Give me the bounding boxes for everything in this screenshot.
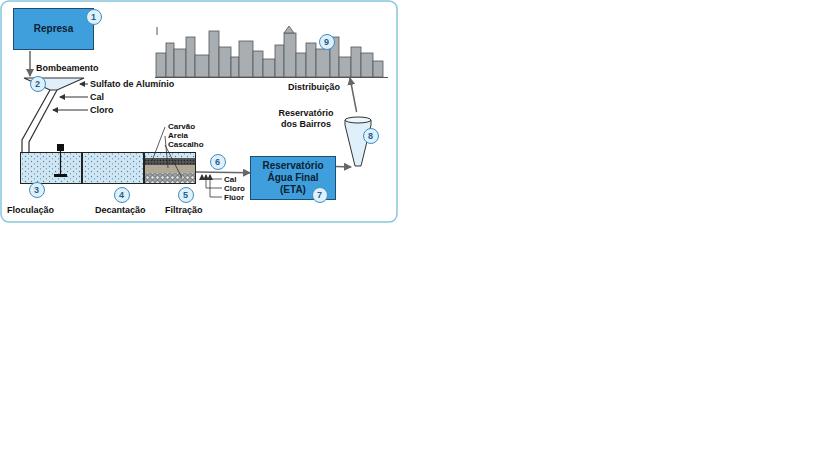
building xyxy=(239,41,253,77)
tank-compartment: Decantação xyxy=(82,152,144,184)
building xyxy=(231,57,239,77)
callout-number: 6 xyxy=(210,154,226,170)
part-label: Cloro xyxy=(224,184,245,193)
building xyxy=(186,37,195,77)
part-label: Flúor xyxy=(224,193,244,202)
building xyxy=(195,55,209,77)
ground-line xyxy=(155,77,388,78)
building xyxy=(284,33,296,77)
building xyxy=(219,47,231,77)
building xyxy=(156,53,166,77)
node-caption: Distribuição xyxy=(288,82,340,93)
city-skyline: Distribuição xyxy=(155,22,388,78)
building xyxy=(373,61,383,77)
building xyxy=(275,45,284,77)
building xyxy=(306,43,316,77)
tank-compartment: Floculação xyxy=(20,152,82,184)
flow-arrow xyxy=(350,78,357,112)
callout-number: 1 xyxy=(86,9,102,25)
process-box: Represa xyxy=(13,8,94,50)
node-caption: Decantação xyxy=(95,205,146,216)
node-caption: Filtração xyxy=(165,205,203,216)
spire xyxy=(284,26,294,33)
part-label: Cloro xyxy=(90,105,114,116)
building xyxy=(166,43,174,77)
part-label: Bombeamento xyxy=(36,63,99,74)
part-label: Cal xyxy=(224,175,236,184)
callout-number: 5 xyxy=(178,187,194,203)
building xyxy=(174,49,186,77)
building xyxy=(209,31,219,77)
part-label: Areia xyxy=(168,131,188,140)
antenna xyxy=(157,27,158,35)
callout-number: 2 xyxy=(30,76,46,92)
tower-top xyxy=(345,117,371,123)
part-label: Sulfato de Alumínio xyxy=(90,79,174,90)
callout-number: 4 xyxy=(114,187,130,203)
building xyxy=(253,51,263,77)
callout-number: 3 xyxy=(29,182,45,198)
building xyxy=(316,49,330,77)
building xyxy=(296,53,306,77)
building xyxy=(339,57,351,77)
part-label: Carvão xyxy=(168,122,195,131)
flow-arrow xyxy=(336,166,351,168)
node-caption: Reservatório dos Bairros xyxy=(272,108,340,130)
part-label: Cascalho xyxy=(168,140,204,149)
part-label: Cal xyxy=(90,92,104,103)
building xyxy=(263,59,275,77)
box-label: Represa xyxy=(34,23,73,35)
flow-arrow xyxy=(196,171,250,173)
node-caption: Floculação xyxy=(7,205,54,216)
building xyxy=(351,47,361,77)
callout-number: 7 xyxy=(312,187,328,203)
building xyxy=(361,53,373,77)
callout-number: 9 xyxy=(319,34,335,50)
tank-compartment: Filtração xyxy=(144,152,196,184)
callout-number: 8 xyxy=(363,128,379,144)
skyline-outline xyxy=(155,22,388,78)
